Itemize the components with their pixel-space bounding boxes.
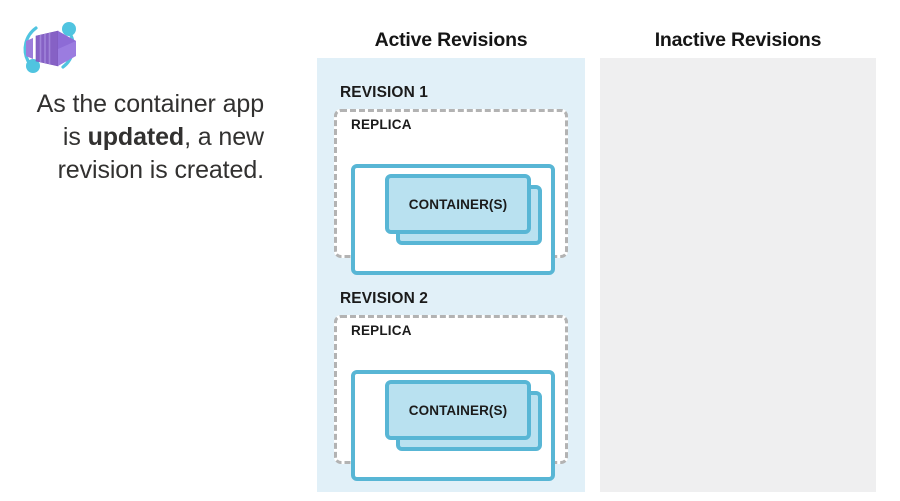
- revision-label: REVISION 2: [340, 290, 428, 307]
- container-label: CONTAINER(S): [408, 196, 508, 212]
- revision-boundary: CONTAINER(S): [334, 315, 568, 481]
- caption-before: As the container app is: [36, 90, 264, 151]
- inactive-revisions-heading: Inactive Revisions: [654, 29, 822, 51]
- caption-text: As the container app is updated, a new r…: [18, 88, 264, 187]
- container-card-front: CONTAINER(S): [385, 380, 531, 440]
- caption-after: , a new revision is created.: [57, 123, 265, 184]
- revision-label: REVISION 1: [340, 84, 428, 101]
- container-card-front: CONTAINER(S): [385, 174, 531, 234]
- active-revisions-panel: REVISION 1 CONTAINER(S) REPLICA REVISION…: [317, 58, 585, 492]
- inactive-revisions-panel: [600, 58, 876, 492]
- revision-group: REVISION 1 CONTAINER(S) REPLICA: [334, 84, 568, 275]
- revision-boundary: CONTAINER(S): [334, 109, 568, 275]
- azure-container-apps-logo-icon: [14, 12, 86, 84]
- replica-label: REPLICA: [351, 117, 412, 132]
- caption-emphasis: updated: [87, 123, 185, 151]
- replica-label: REPLICA: [351, 323, 412, 338]
- active-revisions-heading: Active Revisions: [374, 29, 528, 51]
- container-label: CONTAINER(S): [408, 402, 508, 418]
- explanation-column: As the container app is updated, a new r…: [0, 0, 300, 501]
- revision-group: REVISION 2 CONTAINER(S) REPLICA: [334, 290, 568, 481]
